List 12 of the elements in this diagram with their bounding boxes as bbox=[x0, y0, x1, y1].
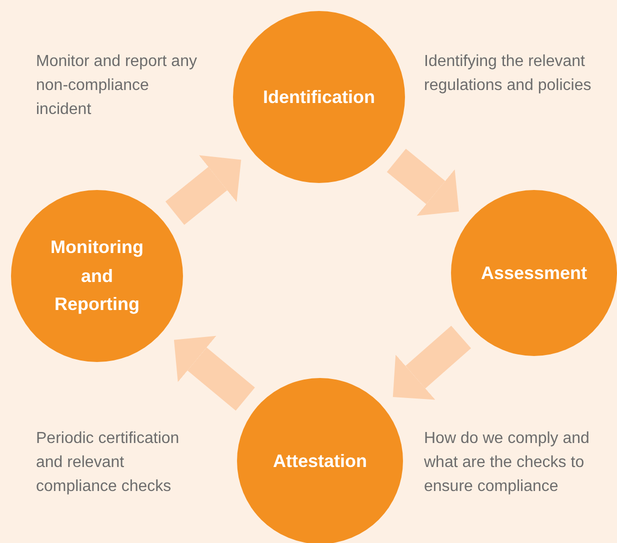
stage-description: Monitor and report any non-compliance incident bbox=[36, 52, 198, 120]
block-arrow bbox=[386, 148, 459, 216]
block-arrow bbox=[174, 336, 255, 411]
stage-title: Assessment bbox=[480, 262, 588, 285]
block-arrow bbox=[165, 155, 242, 225]
stage-description: Identifying the relevant regulations and policies bbox=[424, 52, 592, 96]
stage-title: Attestation bbox=[273, 450, 367, 473]
stage-description: Periodic certification and relevant compliance checks bbox=[36, 429, 180, 497]
block-arrow bbox=[392, 326, 472, 400]
stage-description: How do we comply and what are the checks to ensure compliance bbox=[424, 429, 590, 497]
stage-title: Identification bbox=[263, 86, 375, 109]
stage-title: Monitoring and Reporting bbox=[50, 236, 144, 316]
